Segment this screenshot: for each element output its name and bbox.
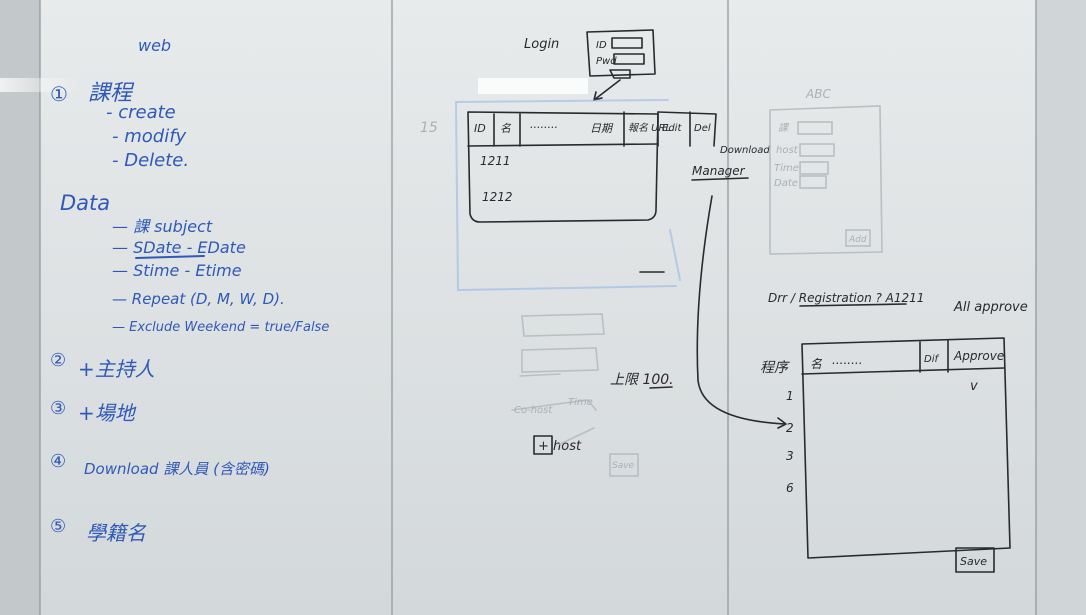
reg-header: 名: [810, 357, 823, 371]
right-save-button: [955, 547, 995, 573]
left-panel: web ① 課程 - create - modify - Delete. Dat…: [50, 36, 329, 545]
login-pwd-field: [613, 53, 645, 65]
form-field: [799, 143, 835, 157]
form-title: ABC: [805, 87, 831, 101]
item-number: ②: [50, 350, 66, 371]
data-field: — Exclude Weekend = true/False: [112, 320, 329, 335]
download-label: Download: [720, 145, 770, 156]
item-number: ④: [50, 451, 66, 472]
login-pwd-label: Pwd: [596, 56, 617, 67]
underline: [799, 303, 907, 307]
login-button: [609, 69, 631, 79]
erased-frame: [455, 99, 681, 292]
table-header-divider: [801, 367, 1005, 375]
board-panel-left: [40, 0, 392, 615]
flow-connector: [696, 195, 787, 429]
item-label: Download 課人員 (含密碼): [84, 460, 270, 478]
form-label: host: [776, 145, 799, 156]
data-heading: Data: [60, 191, 110, 215]
add-button: [845, 229, 871, 247]
co-host-label: Co-host: [514, 405, 553, 416]
item-number: ⑤: [50, 516, 66, 537]
host-checkbox: [533, 435, 553, 455]
host-underline: [559, 427, 595, 445]
course-table: [467, 111, 659, 223]
flow-arrow: [593, 79, 621, 101]
item-label: 課程: [88, 81, 135, 106]
table-header: Del: [694, 123, 711, 134]
underline: [691, 177, 749, 181]
form-field: [799, 175, 827, 189]
item-number: ③: [50, 398, 66, 419]
login-label: Login: [524, 37, 559, 52]
web-title: web: [138, 36, 171, 55]
underline: [135, 255, 205, 259]
data-field: — SDate - EDate: [112, 238, 246, 257]
form-label: 課: [778, 122, 790, 134]
row-number: 6: [786, 481, 794, 495]
reg-header: Dif: [924, 354, 939, 365]
registration-table: [801, 337, 1011, 559]
sequence-label: 程序: [760, 360, 790, 376]
course-action: - modify: [112, 126, 187, 147]
board-panel-middle: [392, 0, 728, 615]
data-field: — Repeat (D, M, W, D).: [112, 290, 285, 308]
form-label: Date: [774, 178, 798, 189]
form-box: [769, 105, 883, 255]
form-field: [797, 121, 833, 135]
table-extra-cols: [657, 111, 717, 147]
board-edge-left: [0, 0, 40, 615]
form-field: [799, 161, 829, 175]
light-glare: [478, 78, 588, 94]
middle-save-label: Save: [612, 461, 635, 471]
host-label: + host: [538, 439, 582, 454]
login-id-label: ID: [596, 40, 607, 51]
item-label: +主持人: [78, 357, 155, 381]
erased-sketch: [519, 313, 605, 377]
registration-label: Drr / Registration ? A1211: [768, 291, 924, 305]
time-label: Time: [568, 397, 593, 408]
right-panel: ABC 課 host Time Date Add Drr / Registrat…: [760, 87, 1028, 573]
table-header: ........: [530, 118, 558, 131]
table-header: Edit: [662, 123, 682, 134]
course-action: - Delete.: [112, 150, 189, 171]
erased-sketch: [511, 399, 597, 411]
table-header: 名: [500, 122, 512, 135]
row-number: 2: [786, 421, 794, 435]
table-header: 日期: [590, 122, 614, 135]
table-header: 報名 URL: [628, 122, 671, 134]
login-id-field: [611, 37, 643, 49]
table-row-id: 1212: [482, 190, 513, 204]
add-label: Add: [848, 235, 867, 245]
item-label: 學籍名: [86, 521, 147, 545]
data-field: — 課 subject: [112, 217, 213, 236]
reg-header: ........: [832, 353, 863, 367]
middle-save-button: [609, 453, 639, 477]
right-save-label: Save: [960, 555, 987, 568]
manager-label: Manager: [692, 164, 746, 178]
approve-check: v: [970, 379, 978, 394]
row-number: 3: [786, 449, 794, 463]
reg-header: Approve: [953, 349, 1004, 363]
item-number: ①: [50, 82, 68, 106]
board-panel-right: [728, 0, 1036, 615]
underline: [649, 386, 673, 389]
table-row-id: 1211: [480, 154, 511, 168]
board-edge-right: [1036, 0, 1086, 615]
limit-label: 上限 100.: [610, 372, 674, 388]
form-label: Time: [774, 163, 799, 174]
data-field: — Stime - Etime: [112, 261, 242, 280]
light-glare: [0, 78, 80, 92]
table-header-divider: [467, 143, 659, 147]
row-number: 15: [420, 120, 438, 136]
table-header: ID: [474, 122, 486, 135]
login-box: [586, 29, 656, 77]
all-approve-label: All approve: [953, 300, 1028, 315]
middle-panel: Login ID Pwd 15 ID 名 ........ 日期 報名 URL …: [420, 29, 787, 477]
course-action: - create: [106, 102, 176, 123]
item-label: +場地: [78, 401, 137, 425]
row-number: 1: [786, 389, 794, 403]
